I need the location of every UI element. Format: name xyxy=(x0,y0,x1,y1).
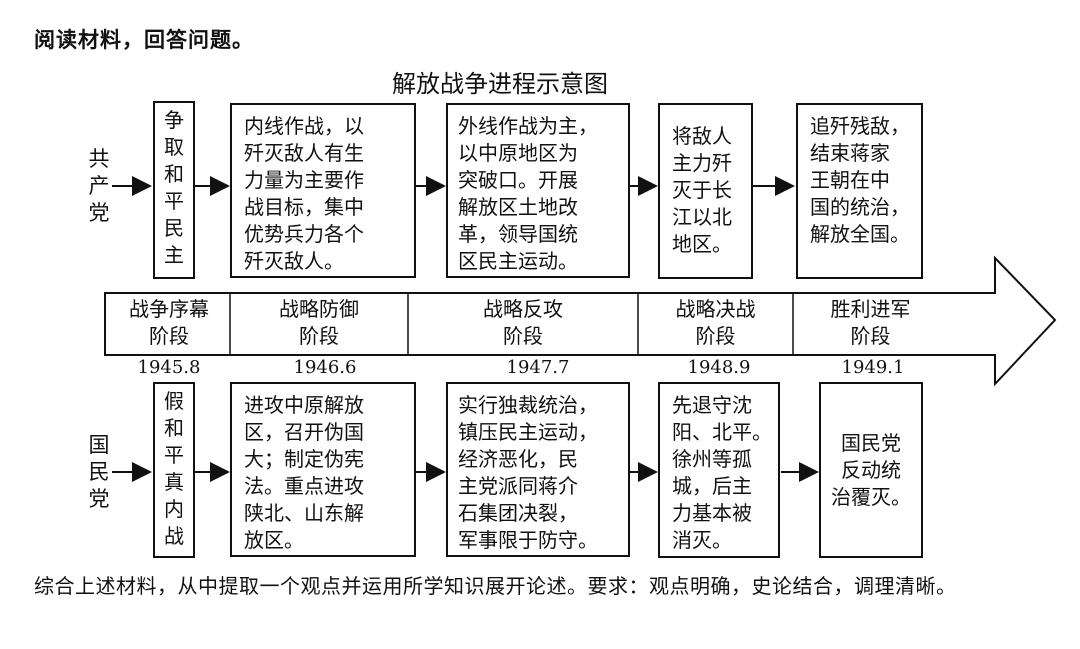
communist-box-defense: 内线作战，以 歼灭敌人有生 力量为主要作 战目标，集中 优势兵力各个 歼灭敌人。 xyxy=(230,103,416,278)
question-text: 综合上述材料，从中提取一个观点并运用所学知识展开论述。要求：观点明确，史论结合，… xyxy=(34,574,957,598)
stage-label-defense: 战略防御 阶段 xyxy=(279,297,359,348)
stage-label-advance: 胜利进军 阶段 xyxy=(830,297,911,348)
date-label: 1948.9 xyxy=(687,357,751,378)
date-label: 1949.1 xyxy=(841,357,905,378)
side-label-nationalist: 国 民 党 xyxy=(88,433,110,511)
communist-box-advance: 追歼残敌， 结束蒋家 王朝在中 国的统治， 解放全国。 xyxy=(796,103,923,279)
side-label-communist: 共 产 党 xyxy=(88,147,110,225)
diagram-title: 解放战争进程示意图 xyxy=(392,70,608,98)
nationalist-box-defense: 进攻中原解放 区，召开伪国 大；制定伪宪 法。重点进攻 陕北、山东解 放区。 xyxy=(230,382,416,557)
intro-text: 阅读材料，回答问题。 xyxy=(34,27,254,52)
date-label: 1945.8 xyxy=(137,357,201,378)
nationalist-box-prelude: 假 和 平 真 内 战 xyxy=(153,382,195,558)
stage-label-decisive: 战略决战 阶段 xyxy=(675,297,756,348)
timeline-arrow xyxy=(104,255,1057,387)
nationalist-box-decisive: 先退守沈 阳、北平。 徐州等孤 城，后主 力基本被 消灭。 xyxy=(658,382,780,558)
communist-box-counteroffensive: 外线作战为主， 以中原地区为 突破口。开展 解放区土地改 革，领导国统 区民主运… xyxy=(446,103,630,278)
date-label: 1946.6 xyxy=(293,357,357,378)
date-label: 1947.7 xyxy=(506,357,570,378)
communist-box-prelude: 争 取 和 平 民 主 xyxy=(153,101,195,279)
nationalist-box-advance: 国民党 反动统 治覆灭。 xyxy=(819,382,923,558)
stage-label-counteroffensive: 战略反攻 阶段 xyxy=(483,297,563,348)
nationalist-box-counteroffensive: 实行独裁统治， 镇压民主运动， 经济恶化，民 主党派同蒋介 石集团决裂， 军事限… xyxy=(446,382,630,557)
communist-box-decisive: 将敌人 主力歼 灭于长 江以北 地区。 xyxy=(658,103,753,279)
stage-label-prelude: 战争序幕 阶段 xyxy=(129,297,209,348)
